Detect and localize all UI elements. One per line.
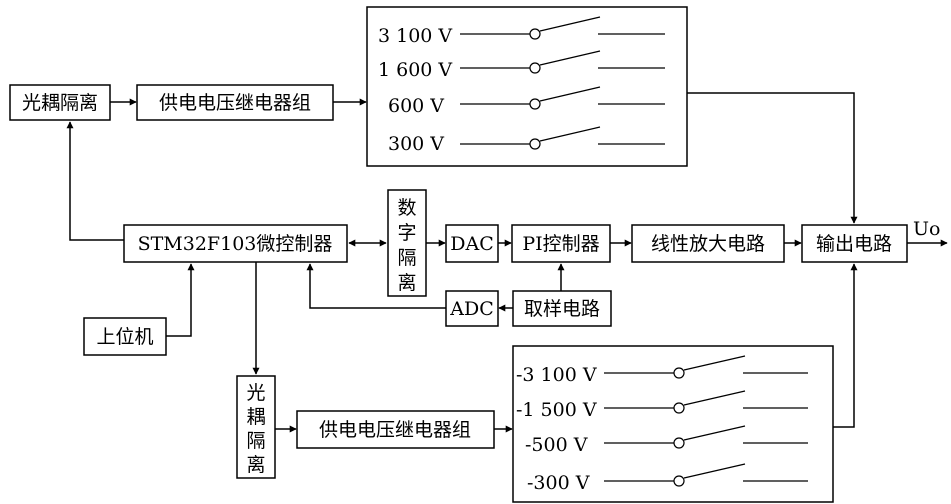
dac-block	[445, 224, 499, 263]
svg-text:隔: 隔	[397, 247, 416, 269]
negative-switch-row: -1 500 V	[516, 390, 808, 421]
wire-mcu-to-opto-top	[66, 121, 124, 241]
dac-label: DAC	[450, 233, 494, 255]
svg-text:隔: 隔	[246, 430, 265, 452]
negative-switch-row: -500 V	[525, 425, 808, 456]
linear-amplifier-label: 线性放大电路	[651, 233, 765, 255]
optocoupler-top-block	[9, 84, 111, 121]
wire-host-to-mcu	[166, 263, 195, 337]
relay-group-top-block	[136, 84, 334, 121]
positive-switch-row: 600 V	[388, 86, 665, 117]
switch-voltage-label: 300 V	[388, 133, 444, 155]
positive-switch-row: 3 100 V	[378, 16, 665, 47]
output-voltage-label: Uo	[913, 218, 940, 240]
svg-text:字: 字	[397, 222, 416, 244]
output-circuit-label: 输出电路	[816, 233, 892, 255]
adc-label: ADC	[449, 298, 494, 320]
switch-voltage-label: 3 100 V	[378, 25, 452, 47]
host-pc-block	[83, 317, 167, 356]
wire-panel-to-output	[687, 92, 858, 224]
svg-text:光: 光	[246, 382, 265, 404]
digital-isolation-block	[387, 189, 427, 297]
output-circuit-block	[801, 224, 908, 263]
switch-voltage-label: -300 V	[527, 472, 590, 494]
negative-switch-panel	[512, 345, 834, 503]
relay-group-top-label: 供电电压继电器组	[159, 92, 311, 114]
sampling-circuit-label: 取样电路	[524, 298, 600, 320]
positive-switch-row: 1 600 V	[378, 50, 665, 81]
wire-bottom-panel-to-output	[833, 263, 858, 428]
switch-voltage-label: -500 V	[525, 434, 588, 456]
switch-voltage-label: 600 V	[388, 95, 444, 117]
optocoupler-bottom-label: 光 耦 隔 离	[246, 382, 265, 476]
adc-block	[445, 290, 499, 327]
digital-isolation-label: 数 字 隔 离	[397, 197, 416, 294]
negative-switch-row: -300 V	[527, 463, 808, 494]
sampling-circuit-block	[512, 290, 612, 327]
pi-controller-label: PI控制器	[522, 233, 599, 255]
pi-controller-block	[511, 224, 611, 263]
svg-text:耦: 耦	[246, 406, 265, 428]
switch-voltage-label: -3 100 V	[516, 364, 597, 386]
mcu-label: STM32F103微控制器	[138, 233, 333, 255]
relay-group-bottom-label: 供电电压继电器组	[319, 419, 471, 441]
relay-group-bottom-block	[296, 410, 495, 449]
switch-voltage-label: -1 500 V	[516, 399, 597, 421]
mcu-block	[123, 224, 348, 263]
svg-text:离: 离	[246, 454, 265, 476]
wire-adc-to-mcu	[306, 263, 446, 309]
negative-switch-row: -3 100 V	[516, 355, 808, 386]
host-pc-label: 上位机	[96, 326, 153, 348]
positive-switch-row: 300 V	[388, 126, 665, 155]
switch-voltage-label: 1 600 V	[378, 59, 452, 81]
svg-text:数: 数	[397, 197, 416, 219]
svg-text:离: 离	[397, 272, 416, 294]
optocoupler-top-label: 光耦隔离	[22, 92, 98, 114]
optocoupler-bottom-block	[236, 375, 276, 479]
